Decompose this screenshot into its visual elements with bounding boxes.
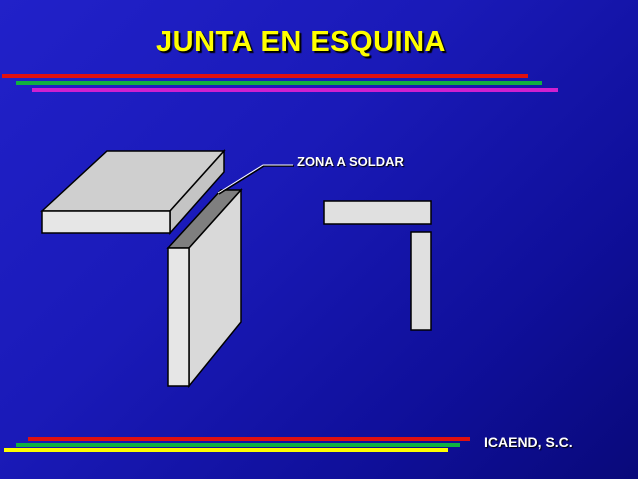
- slide-title: JUNTA EN ESQUINA: [156, 26, 446, 58]
- top-rule-magenta: [32, 88, 558, 92]
- section-horizontal-plate: [323, 200, 432, 225]
- bottom-rule-green: [16, 443, 460, 447]
- horizontal-plate: [40, 149, 226, 235]
- horizontal-plate-front-face: [41, 210, 171, 234]
- bottom-rule-red: [28, 437, 470, 441]
- callout-leader-line: [218, 165, 294, 195]
- section-vertical-plate: [410, 231, 432, 331]
- vertical-plate: [166, 188, 243, 389]
- callout-leader-line-highlight: [217, 164, 293, 194]
- footer-company: ICAEND, S.C.: [484, 434, 573, 450]
- top-rule-green: [16, 81, 542, 85]
- vertical-plate-front-face: [167, 247, 190, 387]
- bottom-rule-yellow: [4, 448, 448, 452]
- section-view: [323, 200, 432, 331]
- top-rule-red: [2, 74, 528, 78]
- weld-zone-label: ZONA A SOLDAR: [297, 154, 404, 169]
